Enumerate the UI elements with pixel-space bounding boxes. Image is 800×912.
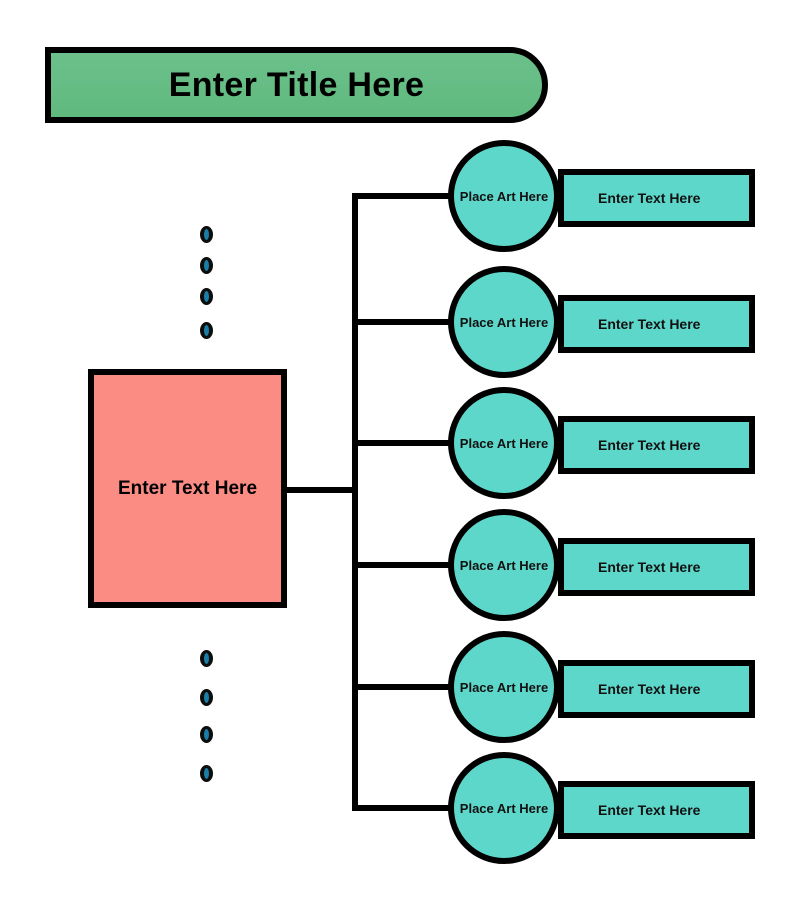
connector-branch-6	[352, 805, 460, 811]
ellipsis-dot-icon	[200, 765, 213, 782]
connector-branch-4	[352, 562, 460, 568]
branch-text-label: Enter Text Here	[598, 316, 701, 332]
branch-art-circle[interactable]: Place Art Here	[448, 387, 560, 499]
branch-row[interactable]: Enter Text Here Place Art Here	[448, 140, 758, 256]
branch-art-label: Place Art Here	[459, 435, 549, 451]
branch-art-circle[interactable]: Place Art Here	[448, 266, 560, 378]
branch-text-box[interactable]: Enter Text Here	[558, 781, 755, 839]
branch-art-label: Place Art Here	[459, 679, 549, 695]
connector-spine	[352, 193, 358, 811]
branch-text-label: Enter Text Here	[598, 802, 701, 818]
ellipsis-dot-icon	[200, 650, 213, 667]
branch-text-label: Enter Text Here	[598, 559, 701, 575]
connector-branch-3	[352, 440, 460, 446]
connector-branch-5	[352, 684, 460, 690]
connector-branch-1	[352, 193, 460, 199]
branch-text-label: Enter Text Here	[598, 437, 701, 453]
connector-root-to-spine	[284, 487, 358, 493]
branch-text-box[interactable]: Enter Text Here	[558, 416, 755, 474]
branch-art-circle[interactable]: Place Art Here	[448, 140, 560, 252]
branch-text-box[interactable]: Enter Text Here	[558, 660, 755, 718]
ellipsis-dot-icon	[200, 257, 213, 274]
branch-art-circle[interactable]: Place Art Here	[448, 631, 560, 743]
ellipsis-dot-icon	[200, 726, 213, 743]
branch-row[interactable]: Enter Text Here Place Art Here	[448, 631, 758, 747]
ellipsis-dot-icon	[200, 288, 213, 305]
ellipsis-dot-icon	[200, 689, 213, 706]
branch-text-label: Enter Text Here	[598, 681, 701, 697]
branch-text-label: Enter Text Here	[598, 190, 701, 206]
root-node-label: Enter Text Here	[117, 477, 258, 499]
branch-text-box[interactable]: Enter Text Here	[558, 169, 755, 227]
branch-text-box[interactable]: Enter Text Here	[558, 295, 755, 353]
branch-text-box[interactable]: Enter Text Here	[558, 538, 755, 596]
branch-row[interactable]: Enter Text Here Place Art Here	[448, 752, 758, 868]
ellipsis-dot-icon	[200, 322, 213, 339]
ellipsis-dot-icon	[200, 226, 213, 243]
branch-row[interactable]: Enter Text Here Place Art Here	[448, 387, 758, 503]
title-banner[interactable]: Enter Title Here	[45, 47, 548, 123]
branch-art-label: Place Art Here	[459, 188, 549, 204]
branch-art-label: Place Art Here	[459, 800, 549, 816]
branch-row[interactable]: Enter Text Here Place Art Here	[448, 509, 758, 625]
branch-art-label: Place Art Here	[459, 314, 549, 330]
root-node-box[interactable]: Enter Text Here	[88, 369, 287, 608]
branch-art-circle[interactable]: Place Art Here	[448, 509, 560, 621]
branch-row[interactable]: Enter Text Here Place Art Here	[448, 266, 758, 382]
connector-branch-2	[352, 319, 460, 325]
page-title: Enter Title Here	[168, 66, 425, 104]
branch-art-circle[interactable]: Place Art Here	[448, 752, 560, 864]
branch-art-label: Place Art Here	[459, 557, 549, 573]
